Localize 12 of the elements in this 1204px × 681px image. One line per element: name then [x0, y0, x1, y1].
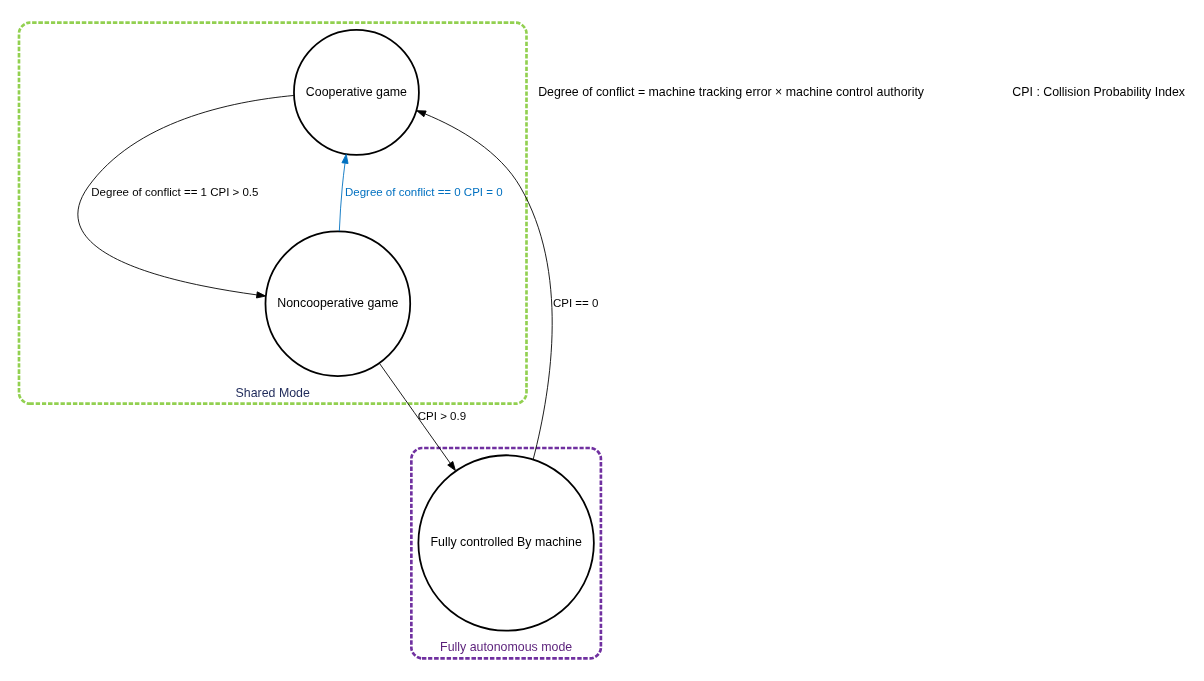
node-circle: Noncooperative game	[264, 230, 412, 377]
node-circle: Cooperative game	[293, 29, 420, 156]
arrow	[379, 362, 456, 471]
arrow	[338, 153, 349, 232]
edge-label: CPI == 0	[552, 296, 599, 309]
edge-label: Degree of conflict == 1 CPI > 0.5	[91, 186, 259, 199]
arrow	[77, 95, 295, 299]
edge-label: CPI > 0.9	[417, 409, 467, 422]
label: CPI : Collision Probability Index	[1012, 84, 1185, 99]
edge-label: Degree of conflict == 0 CPI = 0	[344, 186, 503, 199]
label: Degree of conflict = machine tracking error × machine control authority	[538, 84, 925, 99]
node-circle: Fully controlled By machine	[417, 454, 595, 632]
